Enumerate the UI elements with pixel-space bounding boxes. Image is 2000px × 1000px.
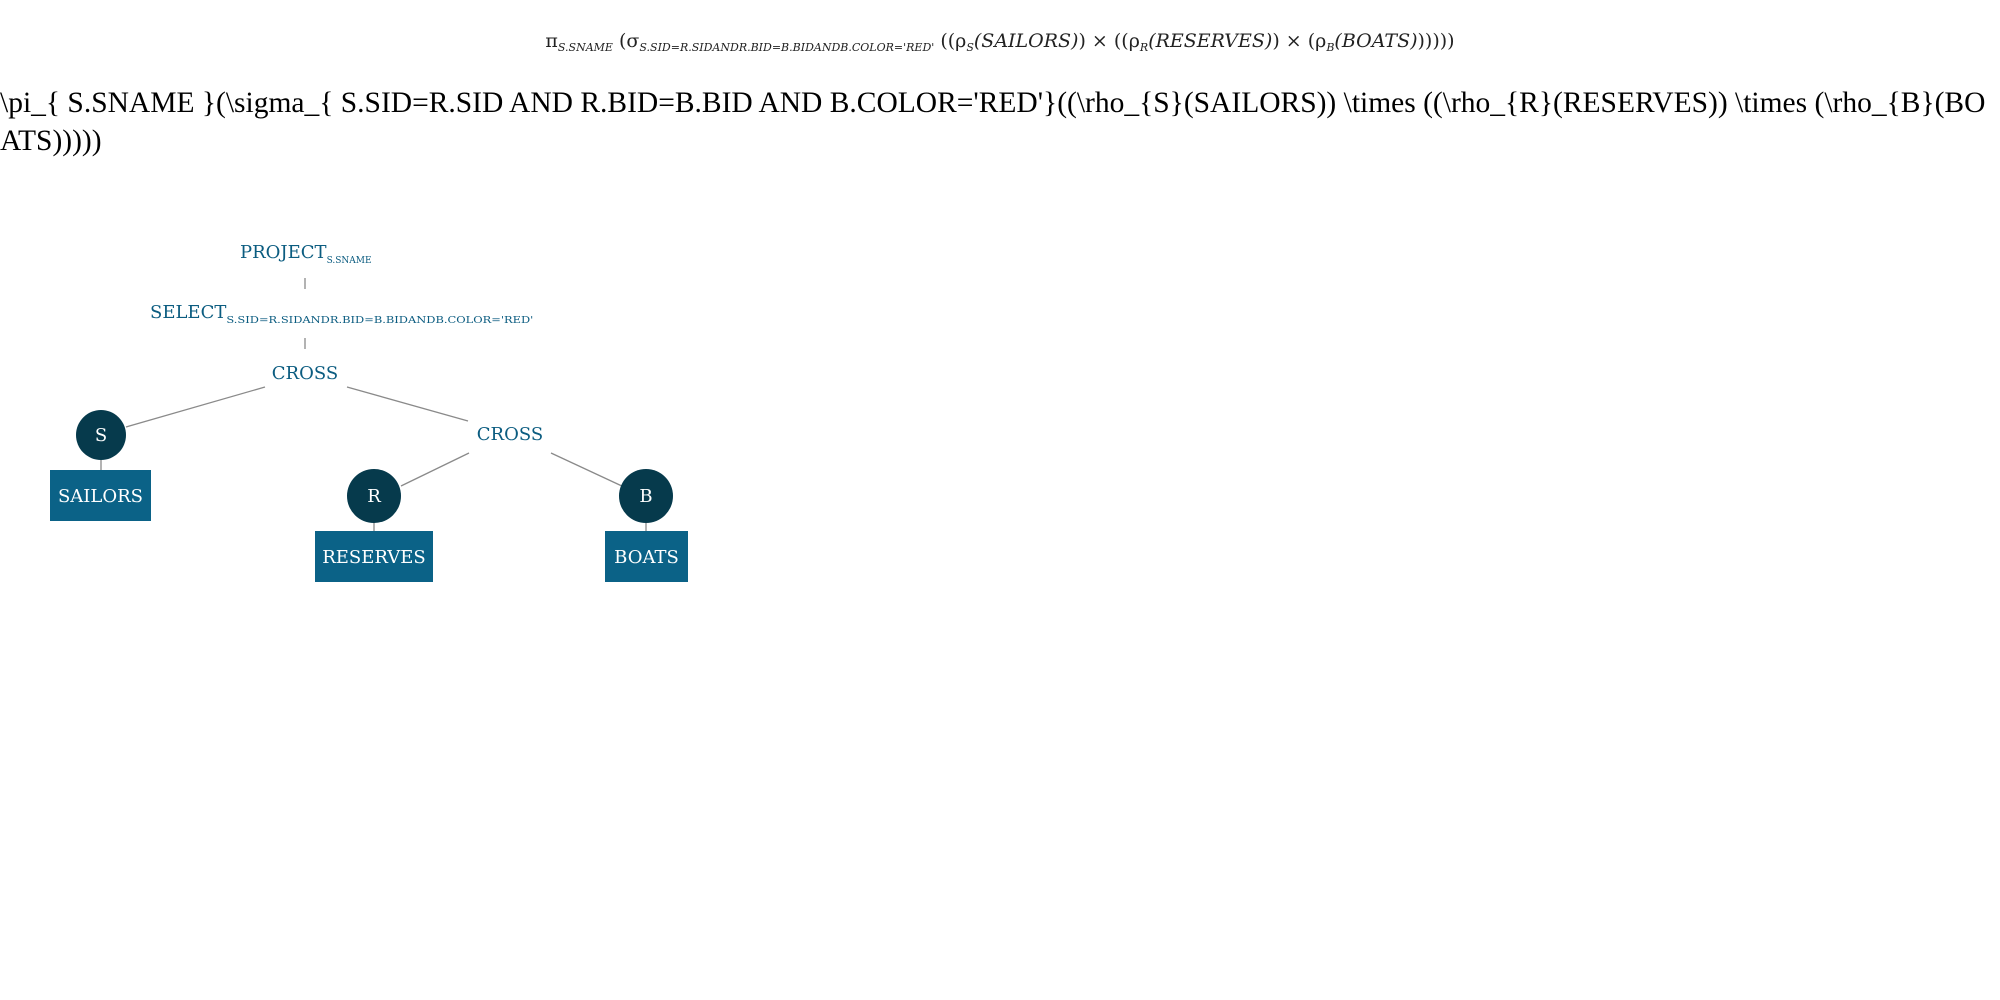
relation-boats-box bbox=[605, 531, 688, 582]
cross-node-top: CROSS bbox=[272, 363, 338, 384]
edge-cross-cross bbox=[346, 386, 469, 422]
pi-symbol: π bbox=[545, 30, 558, 52]
alias-r-label: R bbox=[367, 486, 381, 507]
rel-reserves-text: (RESERVES) bbox=[1148, 30, 1273, 52]
select-node: SELECTS.SID=R.SIDANDR.BID=B.BIDANDB.COLO… bbox=[150, 302, 533, 326]
relation-boats-label: BOATS bbox=[614, 547, 679, 568]
alias-b-circle bbox=[619, 469, 673, 523]
project-node: PROJECTS.SNAME bbox=[240, 242, 372, 266]
project-label: PROJECT bbox=[240, 242, 327, 263]
select-subscript: S.SID=R.SIDANDR.BID=B.BIDANDB.COLOR='RED… bbox=[226, 316, 533, 326]
rel-boats-text: (BOATS) bbox=[1334, 30, 1418, 52]
relation-reserves-box bbox=[315, 531, 433, 582]
rho-r-symbol: ρ bbox=[1128, 30, 1140, 52]
expr-open-paren: (( bbox=[934, 30, 956, 52]
alias-r-circle bbox=[347, 469, 401, 523]
expr-close-paren: ))))) bbox=[1417, 30, 1455, 52]
alias-s-label: S bbox=[95, 425, 107, 446]
edge-cross-r bbox=[400, 452, 470, 487]
rho-s-subscript: S bbox=[966, 41, 974, 54]
rendered-expression: πS.SNAME (σS.SID=R.SIDANDR.BID=B.BIDANDB… bbox=[545, 30, 1455, 54]
edge-cross-s bbox=[125, 386, 266, 428]
rho-s-symbol: ρ bbox=[955, 30, 967, 52]
times-1: ) × (( bbox=[1078, 30, 1129, 52]
sigma-subscript: S.SID=R.SIDANDR.BID=B.BIDANDB.COLOR='RED… bbox=[639, 41, 935, 54]
rel-sailors-text: (SAILORS) bbox=[973, 30, 1079, 52]
times-2: ) × ( bbox=[1272, 30, 1316, 52]
rho-b-symbol: ρ bbox=[1315, 30, 1327, 52]
rho-b-subscript: B bbox=[1326, 41, 1335, 54]
select-label: SELECT bbox=[150, 302, 226, 323]
relation-reserves-label: RESERVES bbox=[322, 547, 426, 568]
cross-node-inner: CROSS bbox=[477, 424, 543, 445]
pi-subscript: S.SNAME bbox=[557, 41, 613, 54]
rho-r-subscript: R bbox=[1139, 41, 1149, 54]
latex-source-text: \pi_{ S.SNAME }(\sigma_{ S.SID=R.SID AND… bbox=[0, 87, 1986, 157]
alias-b-label: B bbox=[639, 486, 652, 507]
project-subscript: S.SNAME bbox=[327, 256, 372, 266]
relation-sailors-label: SAILORS bbox=[58, 486, 143, 507]
sigma-symbol: σ bbox=[626, 30, 640, 52]
relation-sailors-box bbox=[50, 470, 151, 521]
alias-s-circle bbox=[76, 410, 126, 460]
edge-cross-b bbox=[550, 452, 625, 488]
